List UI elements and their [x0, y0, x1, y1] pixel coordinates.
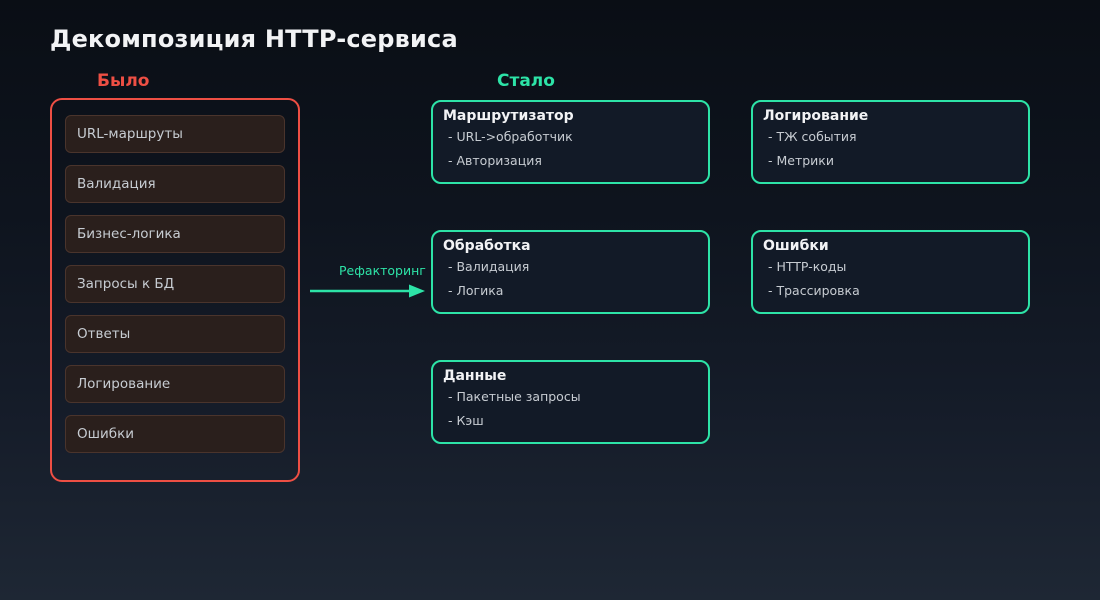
after-box-item: - ТЖ события: [768, 129, 857, 144]
before-item: Ошибки: [65, 415, 285, 453]
after-box-item: - Трассировка: [768, 283, 860, 298]
before-item: Запросы к БД: [65, 265, 285, 303]
after-box: Ошибки - HTTP-коды - Трассировка: [751, 230, 1030, 314]
after-box-item: - URL->обработчик: [448, 129, 573, 144]
after-box-item: - Валидация: [448, 259, 530, 274]
after-box: Логирование - ТЖ события - Метрики: [751, 100, 1030, 184]
before-item: Ответы: [65, 315, 285, 353]
refactoring-arrow-icon: [310, 284, 425, 298]
after-box-item: - Кэш: [448, 413, 484, 428]
after-box-item: - Пакетные запросы: [448, 389, 581, 404]
after-column-label: Стало: [497, 71, 555, 91]
after-box-title: Данные: [443, 368, 507, 384]
page-title: Декомпозиция HTTP-сервиса: [50, 25, 458, 53]
after-box-title: Маршрутизатор: [443, 108, 574, 124]
before-item: Логирование: [65, 365, 285, 403]
after-box-title: Логирование: [763, 108, 869, 124]
refactoring-label: Рефакторинг: [339, 263, 426, 278]
after-box: Данные - Пакетные запросы - Кэш: [431, 360, 710, 444]
after-box-title: Обработка: [443, 238, 531, 254]
after-box: Маршрутизатор - URL->обработчик - Авториза…: [431, 100, 710, 184]
after-box-item: - Метрики: [768, 153, 834, 168]
after-box-item: - Авторизация: [448, 153, 542, 168]
before-item: Валидация: [65, 165, 285, 203]
after-box-item: - Логика: [448, 283, 504, 298]
after-box: Обработка - Валидация - Логика: [431, 230, 710, 314]
before-column-label: Было: [97, 71, 150, 91]
before-item: Бизнес-логика: [65, 215, 285, 253]
after-box-title: Ошибки: [763, 238, 829, 254]
before-item: URL-маршруты: [65, 115, 285, 153]
after-box-item: - HTTP-коды: [768, 259, 847, 274]
